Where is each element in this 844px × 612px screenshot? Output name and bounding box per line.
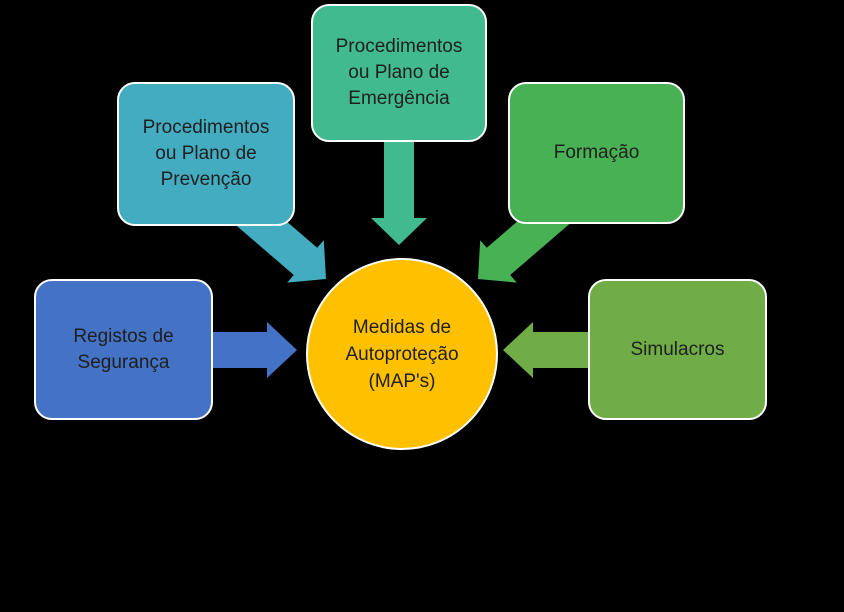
center-node-label: Medidas de Autoproteção (MAP's) xyxy=(345,316,459,392)
node-simulacros: Simulacros xyxy=(588,279,767,420)
node-label-formacao: Formação xyxy=(553,142,640,163)
arrow-left-simulacros xyxy=(503,322,596,378)
node-label-emergencia: Procedimentos ou Plano de Emergência xyxy=(335,36,463,109)
center-node-medidas-autoprotecao: Medidas de Autoproteção (MAP's) xyxy=(306,258,498,450)
node-procedimentos-prevencao: Procedimentos ou Plano de Prevenção xyxy=(117,82,295,226)
node-label-prevencao: Procedimentos ou Plano de Prevenção xyxy=(142,117,270,190)
node-formacao: Formação xyxy=(508,82,685,224)
node-registos-seguranca: Registos de Segurança xyxy=(34,279,213,420)
arrow-down-emergencia xyxy=(371,139,427,245)
arrow-right-registos xyxy=(208,322,297,378)
node-label-simulacros: Simulacros xyxy=(630,338,725,360)
node-label-registos: Registos de Segurança xyxy=(73,325,174,373)
node-procedimentos-emergencia: Procedimentos ou Plano de Emergência xyxy=(311,4,487,142)
